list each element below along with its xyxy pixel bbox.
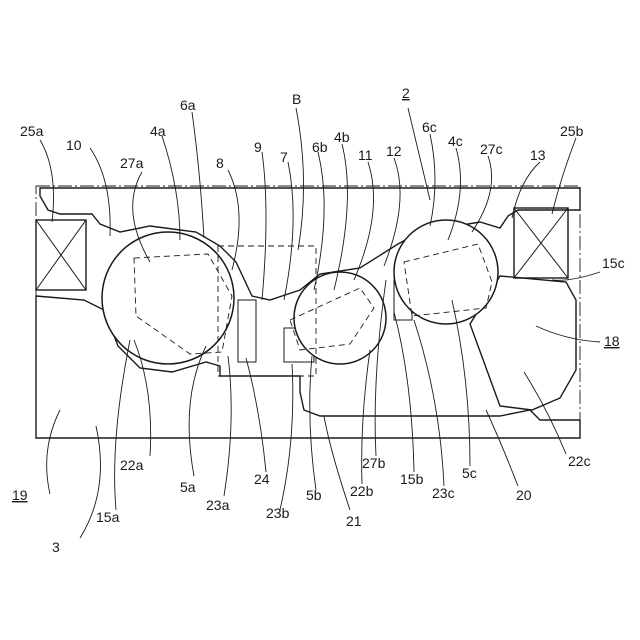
label-24: 24 [254,471,270,487]
label-7: 7 [280,149,288,165]
label-9: 9 [254,139,262,155]
label-11: 11 [358,147,373,163]
label-4b: 4b [334,129,350,145]
label-6a: 6a [180,97,196,113]
label-20: 20 [516,487,532,503]
label-25a: 25a [20,123,44,139]
label-23a: 23a [206,497,230,513]
cage-a [238,300,256,362]
label-B: B [292,91,301,107]
label-8: 8 [216,155,224,171]
label-23b: 23b [266,505,290,521]
label-27a: 27a [120,155,144,171]
label-22a: 22a [120,457,144,473]
ball-a [102,232,234,364]
label-18: 18 [604,333,620,349]
label-25b: 25b [560,123,584,139]
label-5c: 5c [462,465,477,481]
label-27c: 27c [480,141,503,157]
label-6b: 6b [312,139,328,155]
label-3: 3 [52,539,60,555]
label-15b: 15b [400,471,424,487]
label-19: 19 [12,487,28,503]
ball-c [394,220,498,324]
label-21: 21 [346,513,362,529]
ball-b [294,272,386,364]
label-22b: 22b [350,483,374,499]
label-27b: 27b [362,455,386,471]
label-4c: 4c [448,133,463,149]
label-10: 10 [66,137,82,153]
label-4a: 4a [150,123,166,139]
label-15c: 15c [602,255,625,271]
label-12: 12 [386,143,402,159]
label-5b: 5b [306,487,322,503]
label-5a: 5a [180,479,196,495]
label-23c: 23c [432,485,455,501]
label-2: 2 [402,85,410,101]
label-13: 13 [530,147,546,163]
label-15a: 15a [96,509,120,525]
label-22c: 22c [568,453,591,469]
label-6c: 6c [422,119,437,135]
